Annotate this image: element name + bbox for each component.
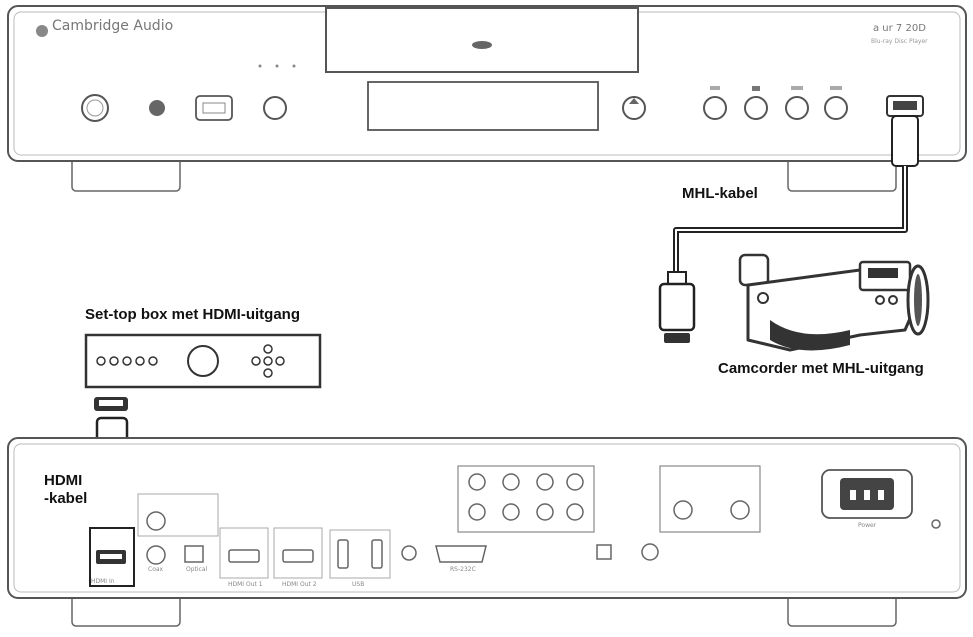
- coax-label: Coax: [148, 566, 164, 573]
- bluray-player-front: [7, 5, 967, 192]
- camcorder-label: Camcorder met MHL-uitgang: [718, 360, 924, 377]
- hdmi-cable-label-line2: -kabel: [44, 490, 88, 507]
- play-pause-icon: [703, 96, 727, 120]
- skip-forward-icon: [824, 96, 848, 120]
- rs232-label: RS-232C: [450, 566, 476, 573]
- source-button: [263, 96, 287, 120]
- hdmi-input-label: HDMI In: [91, 578, 115, 585]
- hdmi-plug-icon: [664, 333, 690, 343]
- settop-dial: [187, 345, 219, 377]
- bluray-player-rear: [7, 437, 967, 627]
- mhl-plug-bottom: [658, 282, 696, 332]
- model-name: a ur 7 20D: [873, 23, 926, 34]
- mhl-plug-top: [891, 115, 919, 167]
- rs232-port: [435, 545, 487, 563]
- optical-label: Optical: [186, 566, 208, 573]
- settop-box-label: Set-top box met HDMI-uitgang: [85, 306, 300, 323]
- brand-logo-icon: [36, 25, 48, 37]
- settop-box: [84, 333, 322, 389]
- brand-name: Cambridge Audio: [52, 18, 174, 34]
- usb-label: USB: [352, 581, 365, 588]
- ir-sensor: [149, 100, 165, 116]
- skip-back-icon: [785, 96, 809, 120]
- mhl-cable: [658, 115, 919, 343]
- bluray-logo-icon: [472, 41, 492, 49]
- camcorder-icon: [738, 253, 930, 352]
- usb-port-icon: [195, 95, 233, 121]
- power-label: Power: [858, 522, 877, 529]
- power-button-icon: [81, 94, 109, 122]
- disc-tray: [325, 7, 639, 73]
- mhl-cable-label: MHL-kabel: [682, 185, 758, 202]
- hdmi-cable-label-line1: HDMI: [44, 472, 83, 489]
- hdmi-out-1-label: HDMI Out 1: [228, 581, 263, 588]
- eject-icon: [622, 96, 646, 120]
- stop-icon: [744, 96, 768, 120]
- model-subtitle: Blu-ray Disc Player: [871, 38, 928, 45]
- display-window: [367, 81, 599, 131]
- hdmi-out-2-label: HDMI Out 2: [282, 581, 317, 588]
